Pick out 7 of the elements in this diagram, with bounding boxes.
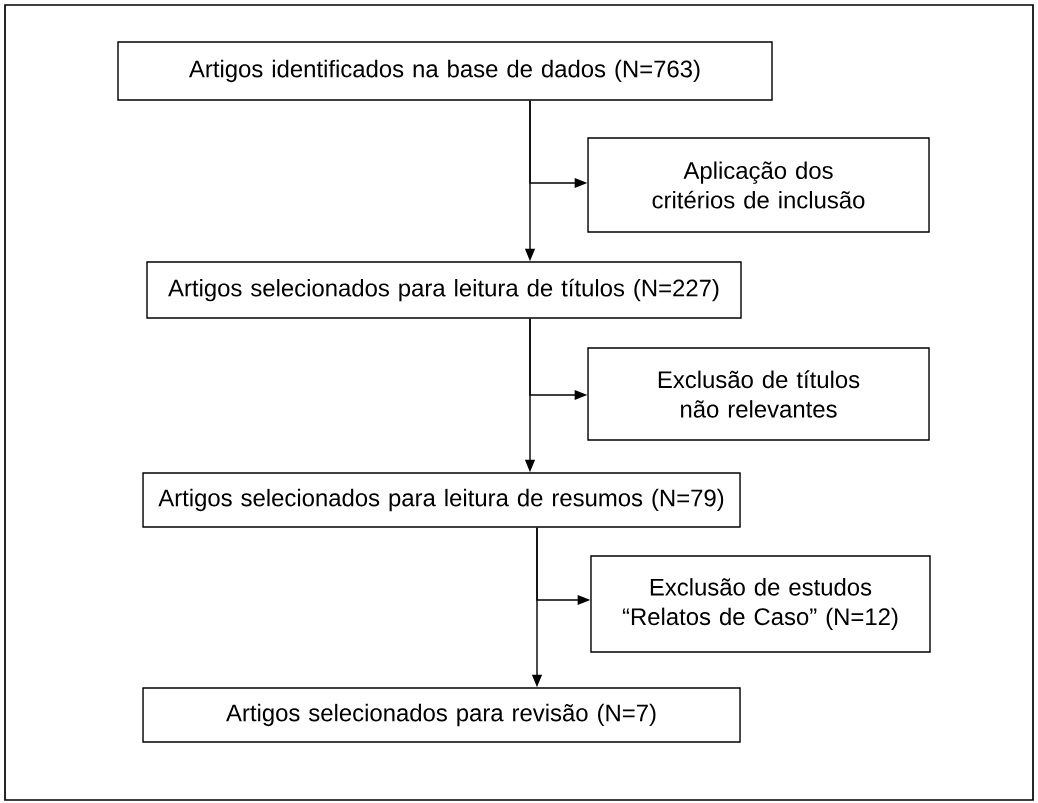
process-box: Aplicação dos critérios de inclusão: [587, 137, 930, 233]
process-box: Artigos selecionados para leitura de resumos (N=79): [142, 472, 741, 528]
process-box: Artigos identificados na base de dados (N=763): [117, 41, 773, 101]
process-box: Exclusão de títulos não relevantes: [587, 347, 930, 441]
process-box: Artigos selecionados para revisão (N=7): [142, 687, 741, 743]
process-box: Exclusão de estudos “Relatos de Caso” (N=12): [590, 555, 931, 653]
process-box: Artigos selecionados para leitura de títulos (N=227): [146, 261, 742, 319]
